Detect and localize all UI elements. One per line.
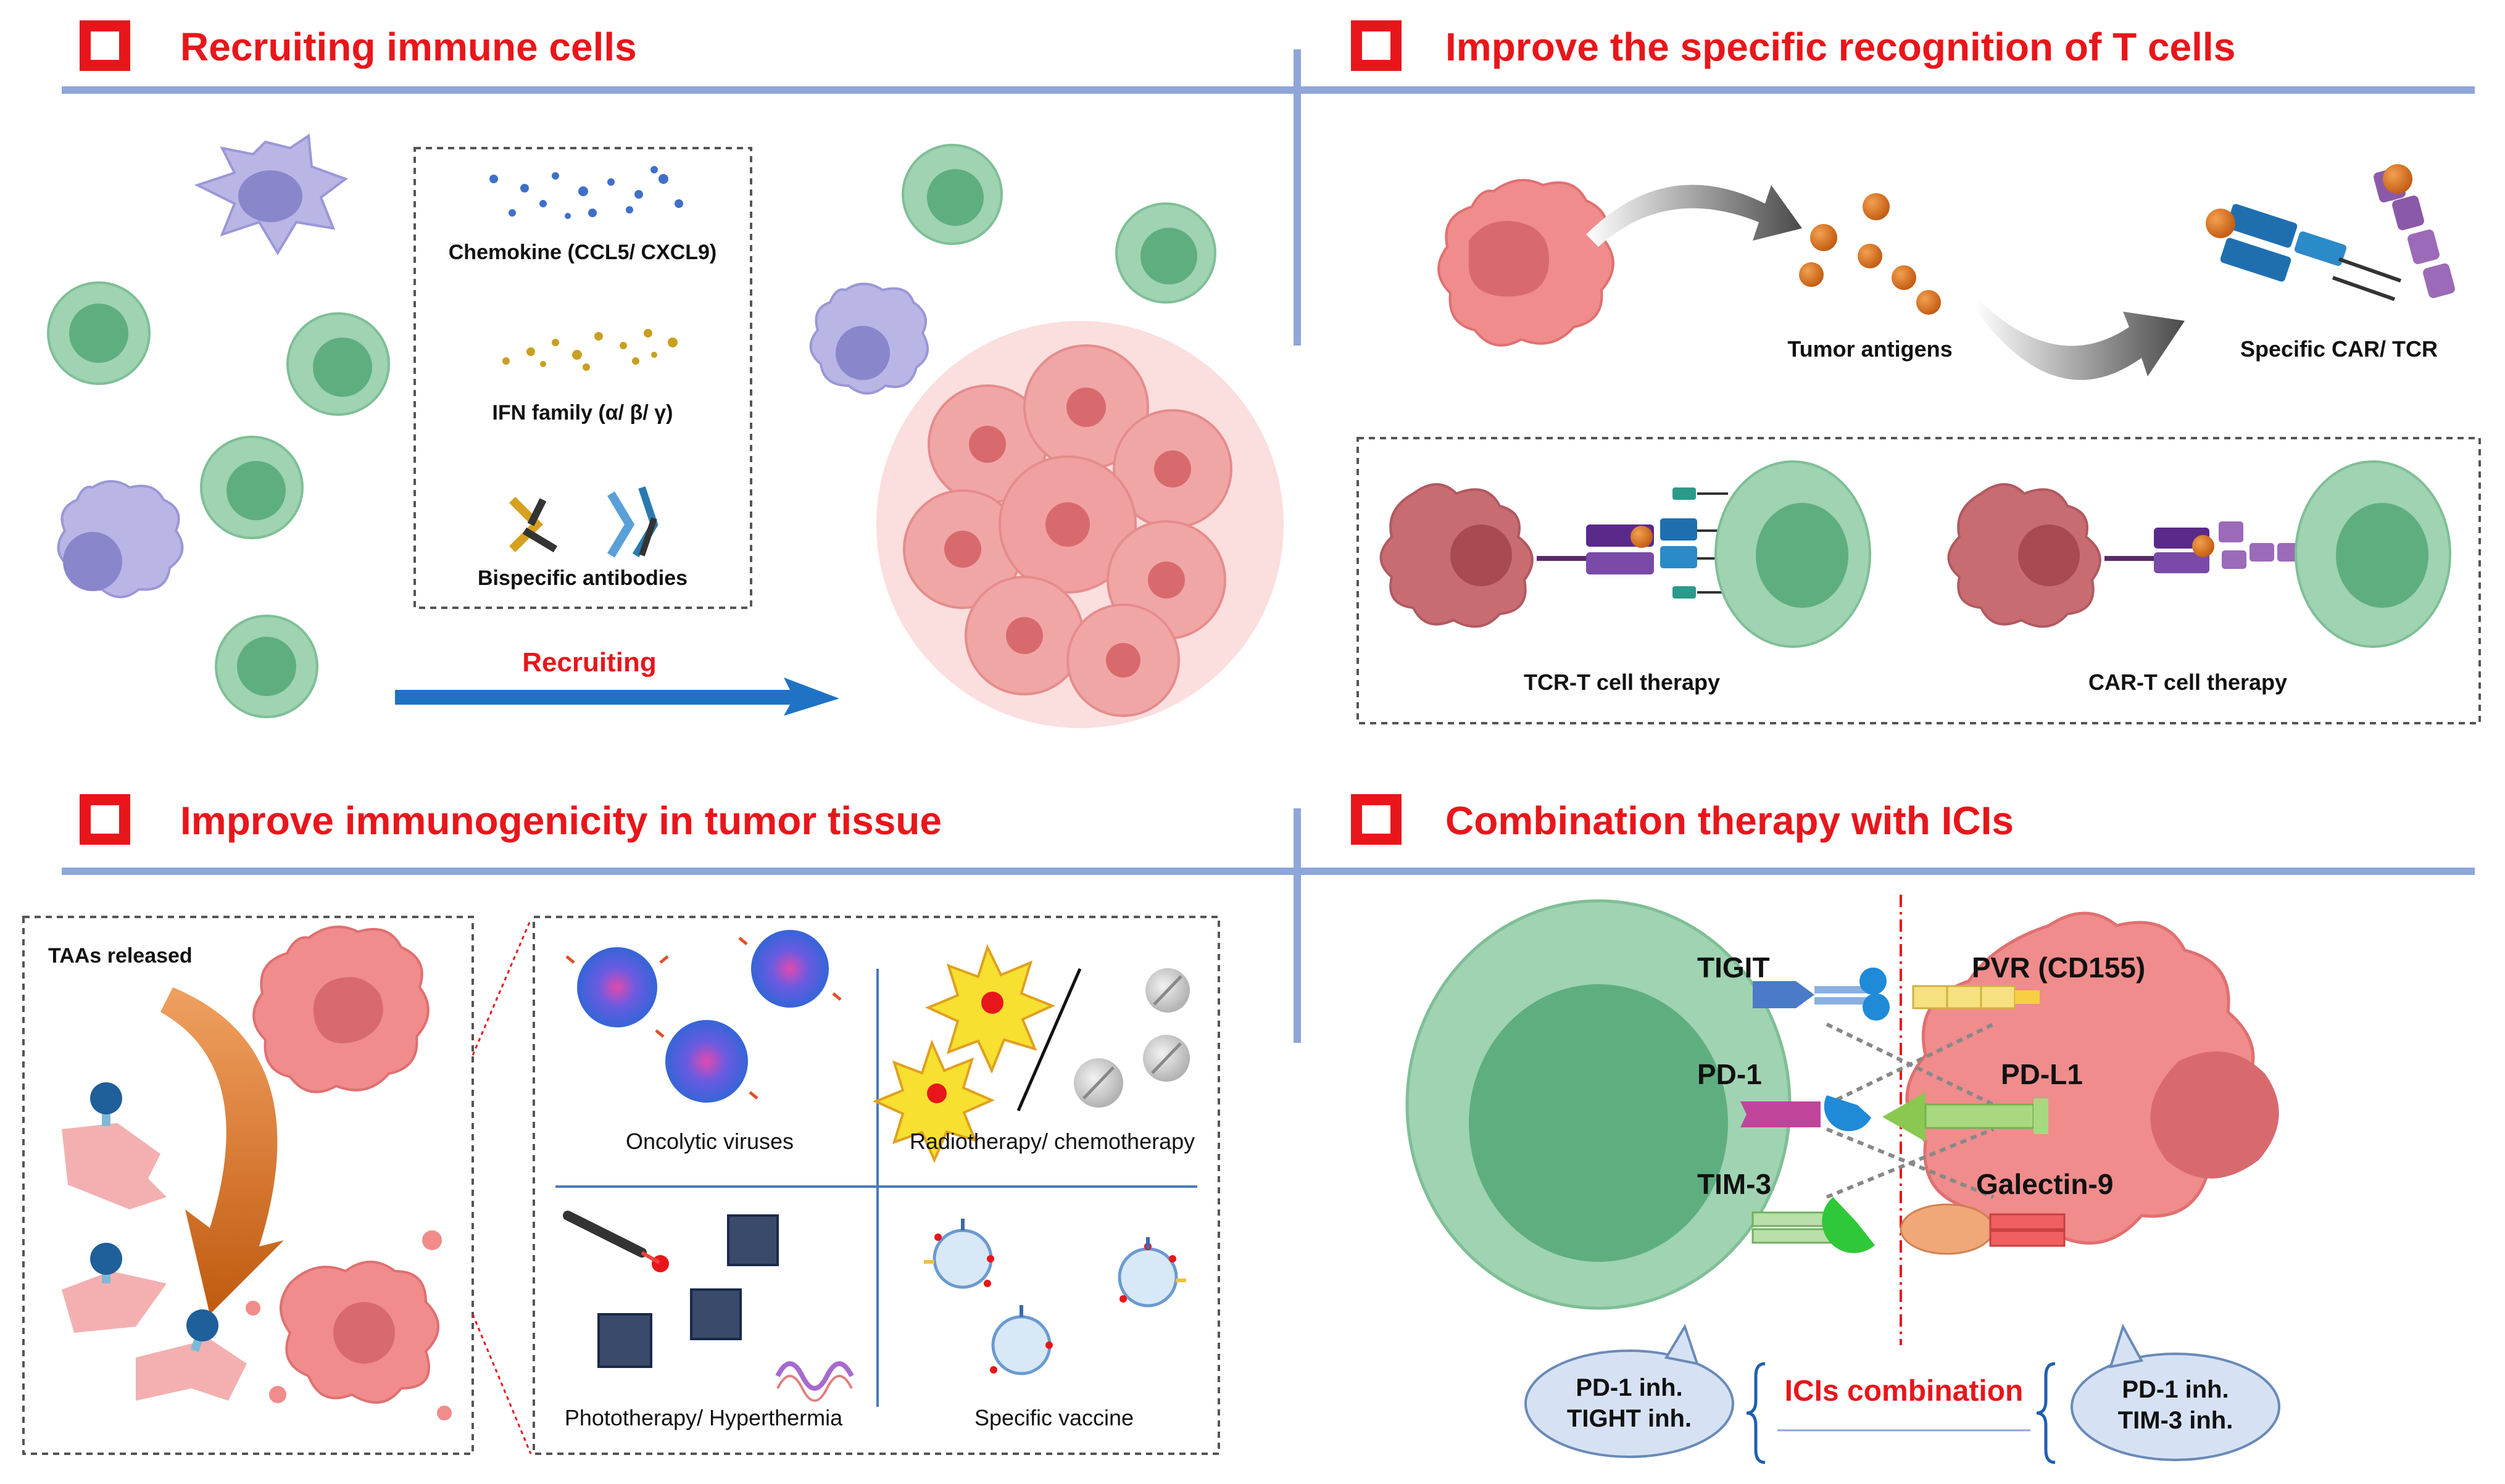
bubble-right-line1: PD-1 inh. <box>2122 1376 2229 1403</box>
photo-label: Phototherapy/ Hyperthermia <box>565 1405 843 1430</box>
specific-receptor-label: Specific CAR/ TCR <box>2240 336 2438 362</box>
bubble-right-line2: TIM-3 inh. <box>2118 1407 2233 1434</box>
bubble-left-line1: PD-1 inh. <box>1576 1374 1682 1401</box>
t-cell-icon <box>1405 899 1792 1310</box>
tigit-receptor-icon <box>1753 968 1890 1021</box>
tumor-antigen-icon <box>1799 193 1941 315</box>
t-cell-icon <box>47 281 151 385</box>
panel-ici-combination: TIGIT PD-1 TIM-3 PVR (CD155) PD-L1 Galec… <box>1405 895 2280 1464</box>
chemokine-label: Chemokine (CCL5/ CXCL9) <box>449 241 717 264</box>
brace-right-icon <box>2036 1362 2056 1464</box>
pdl1-ligand-icon <box>1882 1092 2048 1142</box>
t-cell-icon <box>286 312 390 416</box>
crossing-lines <box>1826 1022 1995 1199</box>
speech-bubble-right: PD-1 inh. TIM-3 inh. <box>2071 1323 2280 1461</box>
oncolytic-label: Oncolytic viruses <box>626 1129 794 1154</box>
panel-specific-recognition: Tumor antigens Specific CAR/ TCR <box>1356 164 2481 724</box>
pd1-label: PD-1 <box>1697 1058 1762 1090</box>
pd1-receptor-icon <box>1740 1095 1871 1132</box>
car-tcr-receptor-icon <box>2206 164 2455 301</box>
panel-title: Improve the specific recognition of T ce… <box>1445 25 2235 69</box>
title-marker-icon <box>1351 794 1402 845</box>
pvr-label: PVR (CD155) <box>1972 951 2145 984</box>
speech-bubble-left: PD-1 inh. TIGHT inh. <box>1524 1324 1734 1458</box>
t-cell-icon <box>200 436 304 539</box>
ifn-icon <box>502 329 678 371</box>
title-top-left: Recruiting immune cells <box>80 20 637 71</box>
panel-immunogenicity: TAAs released <box>22 916 1220 1455</box>
curved-arrow-icon <box>1586 184 1802 247</box>
heat-wave-icon <box>775 1361 854 1402</box>
zoom-line-bottom <box>472 1314 532 1454</box>
tumor-cluster-icon <box>876 321 1284 728</box>
taas-released-label: TAAs released <box>48 944 193 968</box>
panel-recruiting-immune-cells: Chemokine (CCL5/ CXCL9) IFN family (α/ β… <box>47 133 1284 728</box>
title-marker-icon <box>80 20 130 71</box>
pvr-ligand-icon <box>1912 985 2040 1009</box>
tim3-label: TIM-3 <box>1697 1168 1771 1200</box>
t-cell-icon <box>1115 202 1216 304</box>
bispecific-antibody-icon <box>509 486 658 558</box>
title-top-right: Improve the specific recognition of T ce… <box>1351 20 2235 71</box>
oncolytic-virus-icon <box>565 930 842 1103</box>
zoom-line-top <box>472 919 532 1056</box>
radio-label: Radiotherapy/ chemotherapy <box>910 1129 1195 1154</box>
title-bottom-right: Combination therapy with ICIs <box>1351 794 2014 845</box>
tcr-t-cell-therapy-icon <box>1379 460 1871 648</box>
legend-box <box>413 147 752 609</box>
title-marker-icon <box>1351 20 1402 71</box>
macrophage-icon <box>809 283 929 395</box>
brace-left-icon <box>1746 1362 1766 1464</box>
panel-title: Improve immunogenicity in tumor tissue <box>180 798 942 843</box>
radiation-burst-icon <box>872 943 1056 1163</box>
vaccine-particle-icon <box>924 1219 1186 1375</box>
t-cell-icon <box>215 615 318 718</box>
ifn-label: IFN family (α/ β/ γ) <box>492 401 673 425</box>
tumor-cell-icon <box>1437 179 1614 347</box>
tumor-antigens-label: Tumor antigens <box>1787 336 1952 362</box>
curved-arrow-icon <box>160 987 284 1314</box>
recruiting-arrow-label: Recruiting <box>522 647 657 678</box>
tumor-cell-icon <box>252 926 430 1093</box>
bubble-left-line2: TIGHT inh. <box>1567 1405 1692 1432</box>
title-bottom-left: Improve immunogenicity in tumor tissue <box>80 794 942 845</box>
panel-title: Combination therapy with ICIs <box>1445 798 2014 843</box>
tim3-receptor-icon <box>1751 1197 1875 1253</box>
vaccine-label: Specific vaccine <box>974 1405 1134 1430</box>
laser-pen-icon <box>563 1211 669 1272</box>
curved-arrow-icon <box>1975 296 2185 380</box>
bispecific-label: Bispecific antibodies <box>478 566 688 590</box>
recruiting-arrow-icon <box>395 678 839 716</box>
panel-title: Recruiting immune cells <box>180 25 637 69</box>
car-t-cell-therapy-icon <box>1947 460 2451 648</box>
taas-box <box>22 916 474 1455</box>
lysed-tumor-cell-icon <box>246 1230 452 1420</box>
t-cell-icon <box>902 144 1003 245</box>
chemokine-icon <box>489 166 683 219</box>
dendritic-cell-icon <box>194 133 349 255</box>
antigen-presentation-icon <box>62 1082 247 1401</box>
chemotherapy-pill-icon <box>1074 968 1190 1108</box>
galectin-label: Galectin-9 <box>1976 1168 2113 1200</box>
nanocube-icon <box>597 1214 779 1368</box>
tcr-therapy-label: TCR-T cell therapy <box>1524 669 1720 695</box>
macrophage-icon <box>57 480 184 599</box>
ici-combination-label: ICIs combination <box>1785 1375 2024 1407</box>
panel-dividers <box>62 49 2475 1043</box>
galectin9-ligand-icon <box>1900 1203 2066 1255</box>
car-therapy-label: CAR-T cell therapy <box>2088 669 2287 695</box>
tigit-label: TIGIT <box>1697 951 1770 984</box>
slash-divider <box>1016 968 1082 1111</box>
therapy-box <box>1356 437 2481 724</box>
title-marker-icon <box>80 794 130 845</box>
pdl1-label: PD-L1 <box>2001 1058 2083 1090</box>
